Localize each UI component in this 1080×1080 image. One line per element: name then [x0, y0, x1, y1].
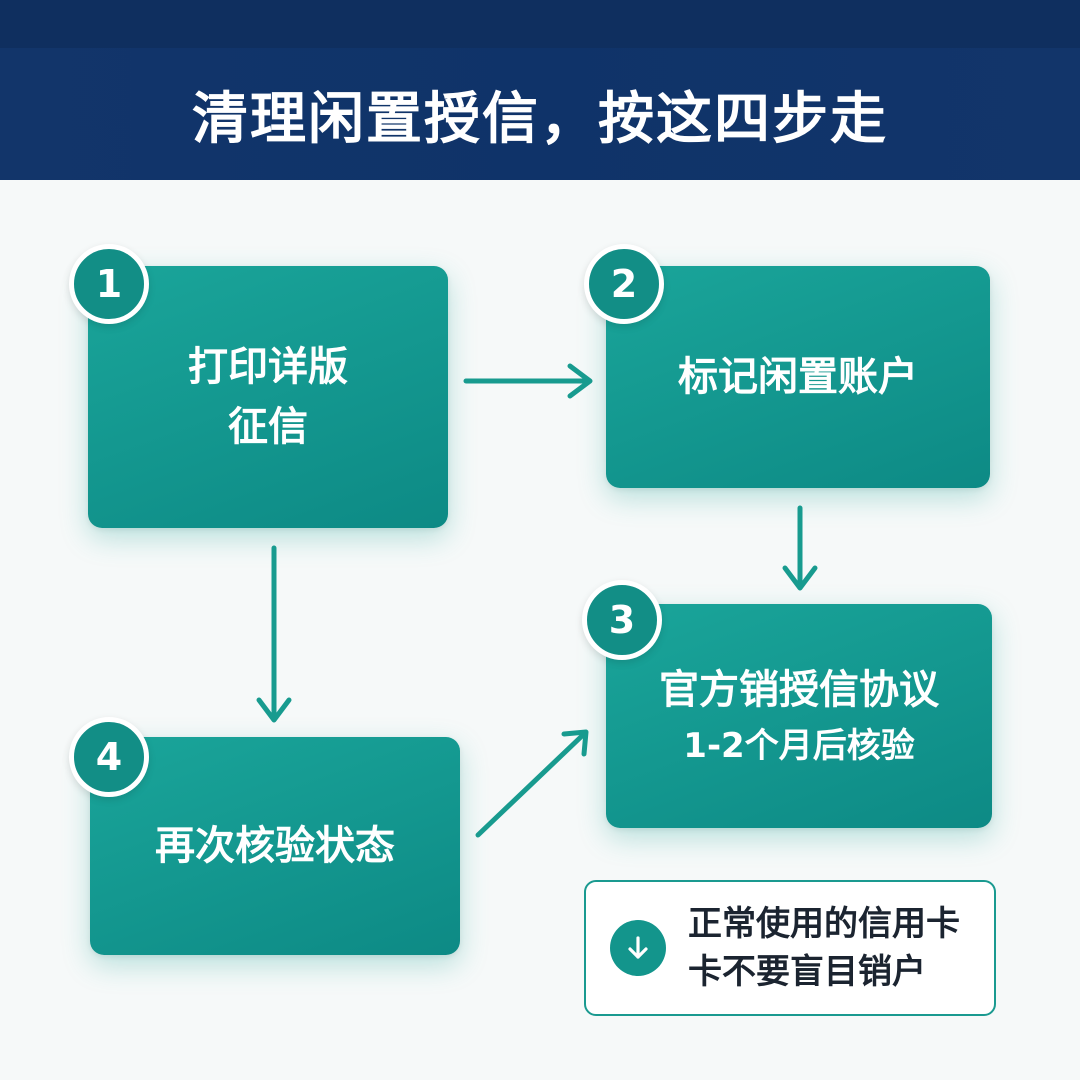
step-card-4: 再次核验状态 [90, 737, 460, 955]
step-3-text-line-1: 官方销授信协议 [659, 667, 939, 713]
step-number-badge-4: 4 [69, 717, 149, 797]
step-1-text-line-1: 打印详版 [188, 344, 348, 390]
step-2-text: 标记闲置账户 [678, 354, 918, 400]
arrow-step1-to-step2 [463, 363, 593, 399]
arrow-step4-to-step3 [475, 729, 589, 838]
arrow-step1-to-step4 [256, 545, 292, 723]
step-card-1: 打印详版 征信 [88, 266, 448, 528]
arrow-step2-to-step3 [782, 505, 818, 591]
note-box: 正常使用的信用卡 卡不要盲目销户 [584, 880, 996, 1016]
step-number-badge-2: 2 [584, 244, 664, 324]
step-card-3: 官方销授信协议 1-2个月后核验 [606, 604, 992, 828]
header-top-strip [0, 0, 1080, 48]
note-text-line-1: 正常使用的信用卡 [688, 904, 960, 944]
step-number-badge-1: 1 [69, 244, 149, 324]
header-banner: 清理闲置授信，按这四步走 [0, 48, 1080, 180]
page-title: 清理闲置授信，按这四步走 [192, 86, 888, 152]
step-1-text-line-2: 征信 [228, 404, 308, 450]
step-4-text: 再次核验状态 [155, 823, 395, 869]
step-card-2: 标记闲置账户 [606, 266, 990, 488]
step-number-badge-3: 3 [582, 580, 662, 660]
note-text-line-2: 卡不要盲目销户 [688, 952, 926, 992]
arrow-down-icon [610, 920, 666, 976]
step-3-text-line-2: 1-2个月后核验 [683, 726, 915, 766]
